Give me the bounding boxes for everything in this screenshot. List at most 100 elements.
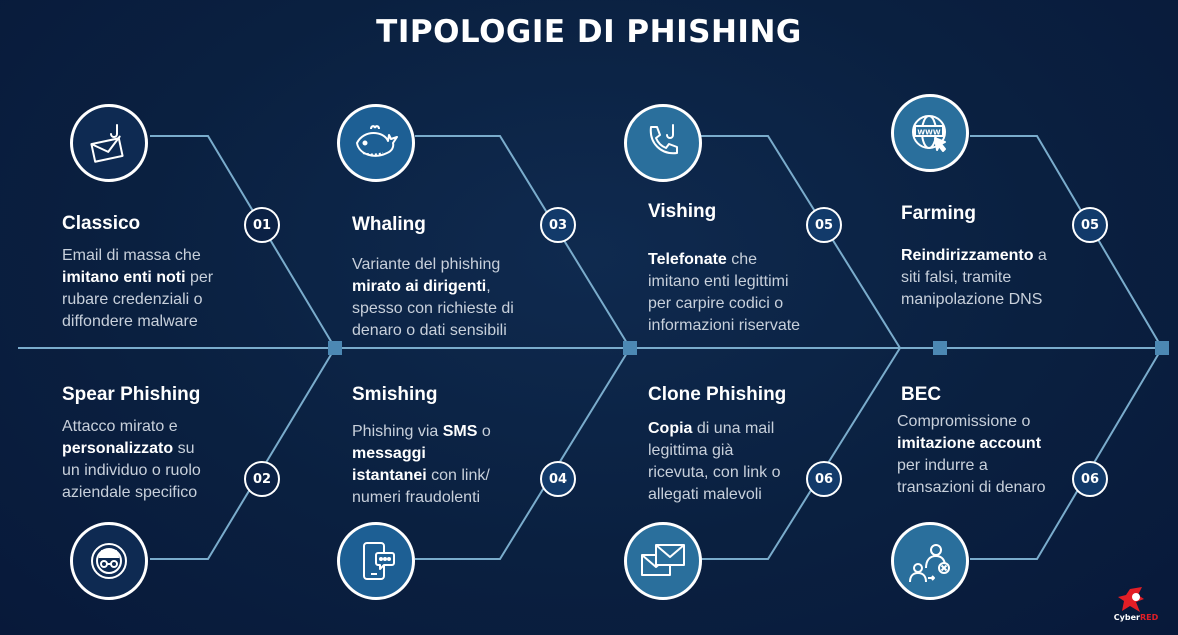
branch-line-05b	[970, 135, 1163, 349]
desc-text: Phishing via	[352, 423, 443, 440]
desc-line: Telefonate che	[648, 249, 833, 271]
cyberred-logo: CyberRED	[1108, 585, 1164, 627]
heading-vishing: Vishing	[648, 201, 717, 222]
desc-classico: Email di massa che imitano enti noti per r…	[62, 245, 262, 333]
step-number-03: 03	[540, 207, 576, 243]
branch-line-06	[700, 347, 901, 560]
desc-text: su	[173, 440, 195, 457]
www-globe-cursor-icon: WWW	[912, 115, 946, 152]
desc-emphasis: imitazione account	[897, 435, 1042, 452]
desc-line: transazioni di denaro	[897, 477, 1072, 499]
desc-line: personalizzato su	[62, 438, 242, 460]
heading-spear-phishing: Spear Phishing	[62, 384, 201, 405]
desc-text: allegati malevoli	[648, 486, 762, 503]
vishing-icon-circle	[624, 104, 702, 182]
branch-line-02	[150, 347, 336, 560]
desc-spear-phishing: Attacco mirato e personalizzato su un indi…	[62, 416, 242, 504]
logo-prefix: Cyber	[1113, 613, 1140, 622]
farming-icon-circle: WWW	[891, 94, 969, 172]
desc-line: legittima già	[648, 440, 823, 462]
step-number-04: 04	[540, 461, 576, 497]
page-title: TIPOLOGIE DI PHISHING	[376, 14, 802, 50]
desc-clone-phishing: Copia di una mail legittima già ricevuta, …	[648, 418, 823, 506]
desc-line: informazioni riservate	[648, 315, 833, 337]
connector-lines	[18, 135, 1163, 560]
whaling-icon-circle	[337, 104, 415, 182]
branch-line-03	[415, 135, 631, 349]
envelope-hook-icon	[90, 124, 124, 163]
heading-whaling: Whaling	[352, 214, 426, 235]
spine-node	[623, 341, 637, 355]
duplicate-envelope-icon	[641, 544, 685, 576]
branch-line-04	[415, 347, 631, 560]
step-number-01: 01	[244, 207, 280, 243]
smishing-icon-circle	[337, 522, 415, 600]
desc-line: Attacco mirato e	[62, 416, 242, 438]
desc-text: un individuo o ruolo	[62, 462, 201, 479]
desc-line: denaro o dati sensibili	[352, 320, 552, 342]
desc-text: di una mail	[692, 420, 775, 437]
desc-line: per indurre a	[897, 455, 1072, 477]
heading-farming: Farming	[901, 203, 976, 224]
desc-line: siti falsi, tramite	[901, 267, 1071, 289]
desc-line: manipolazione DNS	[901, 289, 1071, 311]
desc-text: transazioni di denaro	[897, 479, 1046, 496]
desc-emphasis: messaggi	[352, 445, 426, 462]
desc-text: ,	[486, 278, 491, 295]
desc-text: siti falsi, tramite	[901, 269, 1012, 286]
desc-text: legittima già	[648, 442, 734, 459]
step-number-06: 06	[806, 461, 842, 497]
heading-bec: BEC	[901, 384, 942, 405]
branch-line-01	[150, 135, 336, 349]
desc-text: con link/	[426, 467, 490, 484]
phone-hook-icon	[649, 124, 678, 155]
desc-line: ricevuta, con link o	[648, 462, 823, 484]
desc-line: Variante del phishing	[352, 254, 552, 276]
spy-target-icon	[91, 543, 127, 579]
desc-bec: Compromissione o imitazione account per in…	[897, 411, 1072, 499]
desc-line: spesso con richieste di	[352, 298, 552, 320]
desc-emphasis: mirato ai dirigenti	[352, 278, 487, 295]
spine-node	[933, 341, 947, 355]
desc-line: imitano enti noti per	[62, 267, 262, 289]
spine-node	[1155, 341, 1169, 355]
desc-text: a	[1033, 247, 1047, 264]
desc-line: aziendale specifico	[62, 482, 242, 504]
desc-text: Compromissione o	[897, 413, 1031, 430]
desc-text: numeri fraudolenti	[352, 489, 481, 506]
desc-line: mirato ai dirigenti,	[352, 276, 552, 298]
desc-text: che	[726, 251, 758, 268]
bec-icon-circle	[891, 522, 969, 600]
desc-text: rubare credenziali o	[62, 291, 203, 308]
desc-line: messaggi	[352, 443, 532, 465]
desc-text: Variante del phishing	[352, 256, 501, 273]
desc-text: imitano enti legittimi	[648, 273, 789, 290]
desc-line: Compromissione o	[897, 411, 1072, 433]
step-number-02: 02	[244, 461, 280, 497]
desc-line: Phishing via SMS o	[352, 421, 532, 443]
desc-vishing: Telefonate che imitano enti legittimi per …	[648, 249, 833, 337]
desc-text: Email di massa che	[62, 247, 201, 264]
desc-emphasis: Copia	[648, 420, 693, 437]
desc-line: Copia di una mail	[648, 418, 823, 440]
logo-suffix: RED	[1139, 613, 1159, 622]
desc-text: o	[477, 423, 491, 440]
desc-text: diffondere malware	[62, 313, 198, 330]
desc-line: imitano enti legittimi	[648, 271, 833, 293]
branch-line-05	[700, 135, 901, 349]
step-number-05: 05	[806, 207, 842, 243]
desc-text: per	[185, 269, 214, 286]
desc-line: rubare credenziali o	[62, 289, 262, 311]
step-number-05b: 05	[1072, 207, 1108, 243]
branch-line-06b	[970, 347, 1163, 560]
desc-emphasis: Reindirizzamento	[901, 247, 1034, 264]
smartphone-chat-icon	[363, 542, 395, 580]
desc-line: per carpire codici o	[648, 293, 833, 315]
desc-line: allegati malevoli	[648, 484, 823, 506]
clone-icon-circle	[624, 522, 702, 600]
desc-emphasis: Telefonate	[648, 251, 727, 268]
desc-text: Attacco mirato e	[62, 418, 178, 435]
desc-line: imitazione account	[897, 433, 1072, 455]
desc-text: per carpire codici o	[648, 295, 784, 312]
